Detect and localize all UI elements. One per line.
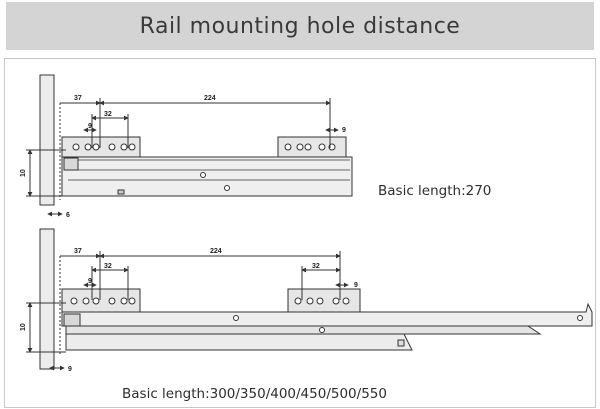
rail-front-clip xyxy=(63,157,79,171)
dim-9-base-bottom: 9 xyxy=(68,366,72,373)
rear-bracket-holes xyxy=(284,143,336,151)
dim-10: 10 xyxy=(20,169,27,177)
rail-body xyxy=(61,156,353,197)
diagram-bottom-labels: 37 224 32 32 9 9 10 9 Basic length:300/3… xyxy=(20,248,387,402)
dim-9-rear: 9 xyxy=(342,127,346,134)
caption-top: Basic length:270 xyxy=(378,183,491,199)
title-banner: Rail mounting hole distance xyxy=(6,2,594,50)
dim-224: 224 xyxy=(204,95,216,102)
dim-224-bottom: 224 xyxy=(210,248,222,255)
caption-bottom: Basic length:300/350/400/450/500/550 xyxy=(122,386,387,402)
front-bracket-holes xyxy=(72,143,136,151)
rear-bracket-bottom-holes xyxy=(294,297,350,305)
rail-middle-member xyxy=(65,325,542,335)
dim-10-bottom: 10 xyxy=(20,323,27,331)
dim-32-rear-bottom: 32 xyxy=(312,263,320,270)
diagram-bottom xyxy=(26,228,593,371)
dim-37: 37 xyxy=(74,95,82,102)
page-title: Rail mounting hole distance xyxy=(139,13,461,39)
diagram-top-labels: 37 224 32 9 9 10 6 Basic length:270 xyxy=(20,95,491,219)
front-bracket-bottom-holes xyxy=(70,297,136,305)
cabinet-side-panel-bottom xyxy=(39,228,55,370)
rail-lower-member xyxy=(65,333,413,351)
diagram-top xyxy=(26,74,353,217)
dim-32: 32 xyxy=(104,111,112,118)
rail-body-bottom xyxy=(61,302,593,327)
dim-9-front-bottom: 9 xyxy=(88,278,92,285)
dim-9-rear-bottom: 9 xyxy=(354,282,358,289)
cabinet-side-panel xyxy=(39,74,55,206)
dim-6: 6 xyxy=(66,212,70,219)
dim-32-front-bottom: 32 xyxy=(104,263,112,270)
dim-37-bottom: 37 xyxy=(74,248,82,255)
dim-9-front: 9 xyxy=(88,123,92,130)
